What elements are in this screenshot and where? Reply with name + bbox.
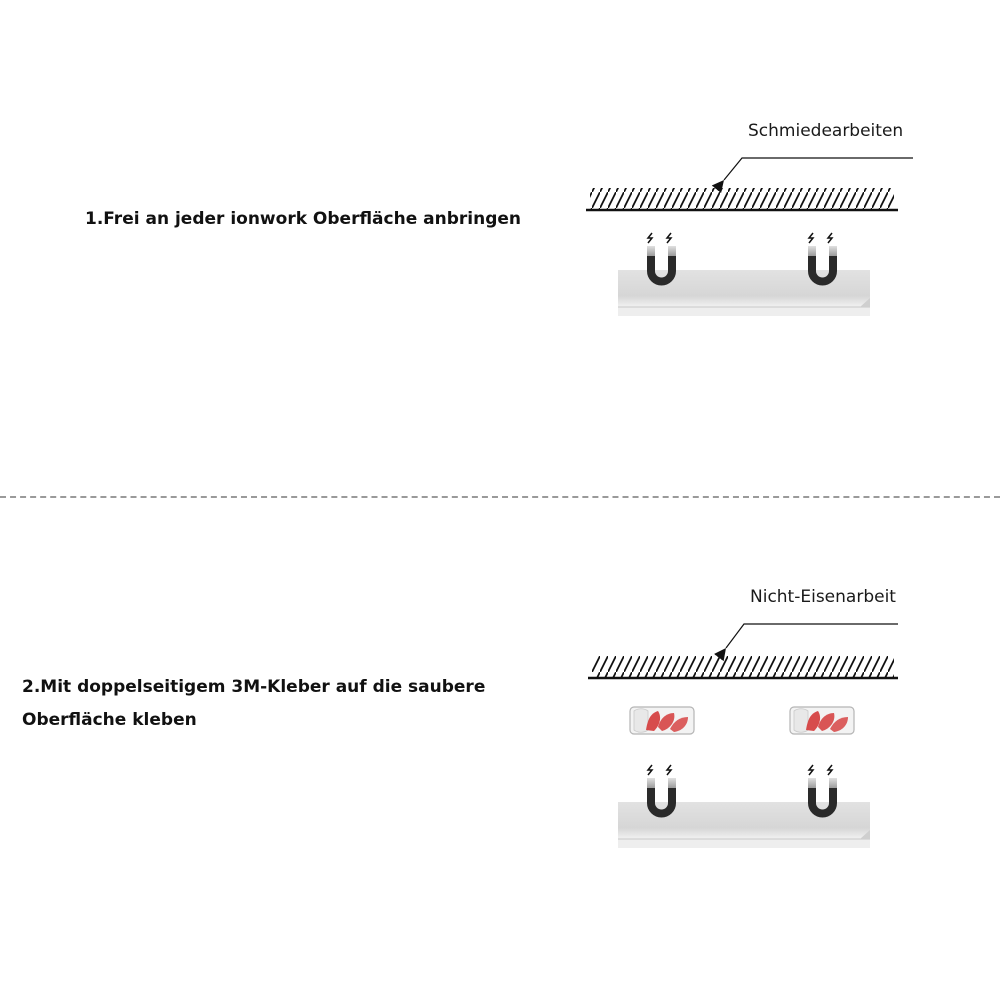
surface-label-non-iron: Nicht-Eisenarbeit [750,587,896,607]
section-divider [0,496,1000,498]
arrow-icon [711,157,913,194]
step-2-text-line-1: 2.Mit doppelseitigem 3M-Kleber auf die s… [22,677,486,697]
step-1-text: 1.Frei an jeder ionwork Oberfläche anbri… [85,209,522,229]
surface-label-ironwork: Schmiedearbeiten [748,121,904,141]
arrow-icon [714,623,898,662]
step-2-text-line-2: Oberfläche kleben [22,710,197,730]
step-1-diagram [586,157,913,317]
step-2-diagram [588,623,898,849]
adhesive-tape-icon [629,706,695,735]
adhesive-tape-icon [789,706,855,735]
step-2-instruction: 2.Mit doppelseitigem 3M-Kleber auf die s… [22,671,485,737]
hatched-surface-icon [592,656,894,678]
step-1-instruction: 1.Frei an jeder ionwork Oberfläche anbri… [85,203,521,236]
hatched-surface-icon [590,188,894,210]
